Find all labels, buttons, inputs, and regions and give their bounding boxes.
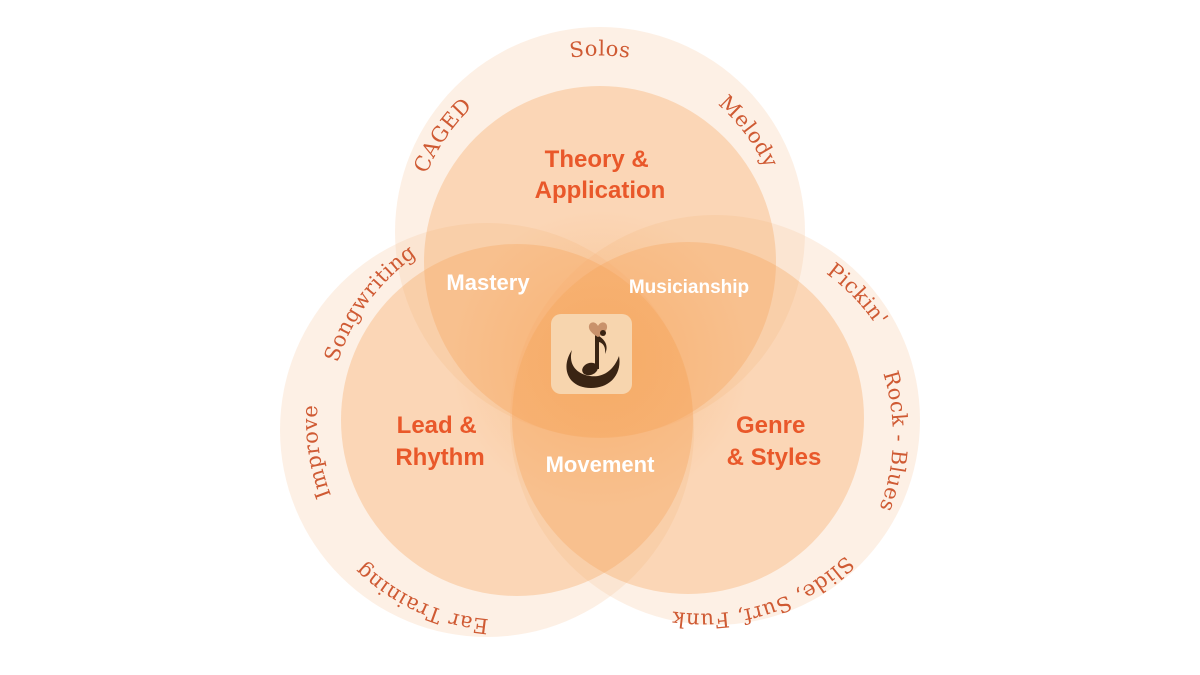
overlap-label-musicianship: Musicianship [629,277,749,298]
core-label-top: Theory & Application [535,146,666,204]
core-labels: Theory & Application Lead & Rhythm Genre… [395,146,821,471]
center-logo [551,314,632,394]
overlap-label-mastery: Mastery [446,270,530,295]
core-label-left: Lead & Rhythm [395,412,484,471]
overlap-labels: Mastery Musicianship Movement [446,270,749,477]
orbit-label-solos: Solos [568,36,632,62]
core-label-right: Genre & Styles [727,412,822,471]
music-note-heart-icon [566,322,620,388]
overlap-label-movement: Movement [546,452,655,477]
